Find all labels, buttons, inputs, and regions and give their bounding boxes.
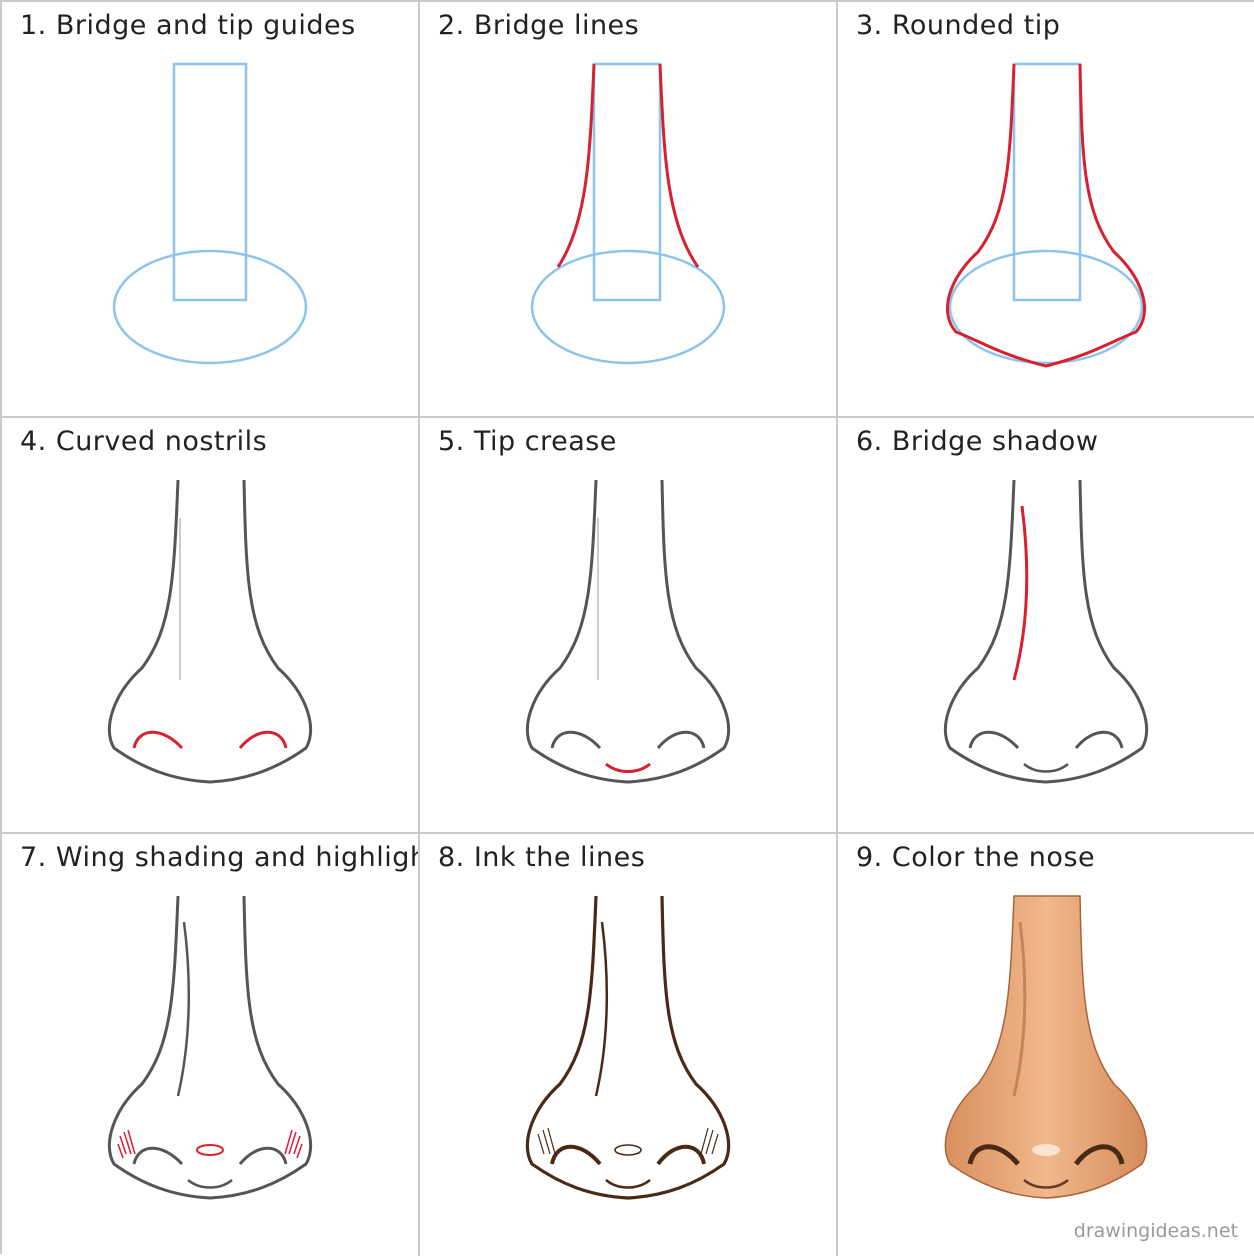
bridge-guide-rect	[1012, 62, 1082, 302]
tip-highlight	[196, 1144, 224, 1156]
bridge-shadow	[594, 921, 609, 1097]
step-8-title: 8. Ink the lines	[438, 842, 646, 873]
nose-outline	[525, 479, 731, 784]
right-wing-shading	[284, 1129, 303, 1159]
nose-outline	[107, 895, 313, 1200]
step-4-panel: 4. Curved nostrils	[2, 418, 420, 834]
left-wing-hatching	[537, 1127, 556, 1155]
step-3-drawing	[946, 62, 1146, 368]
tip-highlight	[614, 1144, 642, 1156]
step-8-panel: 8. Ink the lines	[420, 834, 838, 1256]
left-bridge-line	[556, 63, 596, 268]
step-2-title: 2. Bridge lines	[438, 10, 640, 41]
step-9-drawing	[944, 895, 1148, 1199]
bridge-guide-rect	[172, 62, 248, 302]
step-7-drawing	[107, 895, 313, 1200]
bridge-shadow	[1012, 505, 1029, 681]
left-nostril	[550, 730, 602, 750]
tip-crease	[605, 1178, 651, 1189]
nose-outline	[943, 479, 1149, 784]
right-nostril	[238, 1146, 288, 1165]
step-8-drawing	[525, 895, 731, 1200]
left-nostril	[132, 730, 184, 750]
tip-crease	[1023, 762, 1069, 773]
right-nostril	[1074, 1144, 1125, 1166]
right-bridge-line	[658, 63, 700, 268]
rounded-tip-outline	[946, 63, 1146, 368]
step-6-drawing	[943, 479, 1149, 784]
left-nostril	[550, 1144, 602, 1166]
tip-guide-ellipse	[530, 249, 726, 365]
left-nostril	[968, 730, 1020, 750]
step-6-panel: 6. Bridge shadow	[838, 418, 1254, 834]
right-nostril	[1074, 730, 1124, 749]
left-nostril	[967, 1144, 1020, 1166]
bridge-shadow	[176, 921, 191, 1097]
right-nostril	[238, 730, 288, 749]
step-7-panel: 7. Wing shading and highlight	[2, 834, 420, 1256]
step-2-panel: 2. Bridge lines	[420, 2, 838, 418]
step-3-title: 3. Rounded tip	[856, 10, 1061, 41]
tip-guide-ellipse	[948, 249, 1144, 365]
step-7-title: 7. Wing shading and highlight	[20, 842, 420, 873]
step-5-title: 5. Tip crease	[438, 426, 617, 457]
tip-guide-ellipse	[112, 249, 308, 365]
step-5-panel: 5. Tip crease	[420, 418, 838, 834]
left-wing-shading	[117, 1129, 136, 1159]
left-nostril	[132, 1146, 184, 1166]
right-nostril	[656, 730, 706, 749]
step-2-drawing	[530, 62, 726, 365]
step-4-drawing	[107, 479, 313, 784]
step-3-panel: 3. Rounded tip	[838, 2, 1254, 418]
colored-nose-fill	[944, 895, 1148, 1199]
watermark: drawingideas.net	[1073, 1220, 1238, 1242]
tip-crease	[605, 762, 651, 773]
nose-outline	[525, 895, 731, 1200]
step-5-drawing	[525, 479, 731, 784]
bridge-guide-rect	[592, 62, 662, 302]
bridge-shadow	[1012, 921, 1027, 1097]
step-4-title: 4. Curved nostrils	[20, 426, 268, 457]
nose-outline	[107, 479, 313, 784]
step-6-title: 6. Bridge shadow	[856, 426, 1099, 457]
step-1-panel: 1. Bridge and tip guides	[2, 2, 420, 418]
right-wing-hatching	[700, 1127, 719, 1155]
step-1-drawing	[112, 62, 308, 365]
right-nostril	[656, 1144, 706, 1166]
step-9-panel: 9. Color the nose drawingideas.net	[838, 834, 1254, 1256]
tip-crease	[187, 1178, 233, 1189]
step-1-title: 1. Bridge and tip guides	[20, 10, 356, 41]
step-9-title: 9. Color the nose	[856, 842, 1096, 873]
tip-highlight	[1032, 1144, 1060, 1156]
tip-crease	[1023, 1178, 1069, 1189]
